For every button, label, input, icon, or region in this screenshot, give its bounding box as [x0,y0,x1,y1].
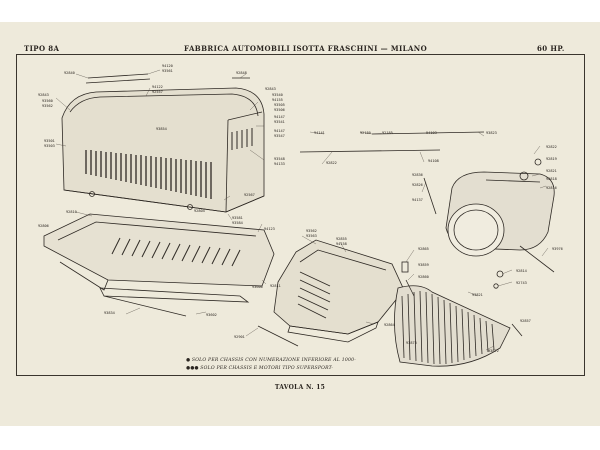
part-number-label: 93560 [42,99,53,103]
part-number-label: 92857 [520,319,531,323]
part-number-label: 93540 [272,93,283,97]
part-number-label: 93854 [156,127,167,131]
part-number-label: 93581 [232,216,243,220]
part-number-label: 94158 [336,242,347,246]
part-number-label: 93859 [418,263,429,267]
part-number-label: 92185 [382,131,393,135]
part-number-label: 94133 [274,162,285,166]
undertray-pan [43,213,275,303]
part-number-label: 93562 [306,229,317,233]
note-serial-under-1000: ● SOLO PER CHASSIS CON NUMERAZIONE INFER… [186,358,356,363]
part-number-label: 93602 [206,313,217,317]
part-number-label: 93872 [488,349,499,353]
part-number-label: 92901 [234,335,245,339]
part-number-label: 92836 [412,173,423,177]
part-number-label: 94141 [314,131,325,135]
plate-number: TAVOLA N. 15 [274,384,326,391]
part-number-label: 92865 [418,247,429,251]
part-number-label: 94108 [428,159,439,163]
long-rod-bottom [103,295,187,317]
part-number-label: 94147 [274,115,285,119]
small-bolt [511,323,523,337]
part-number-label: 93562 [42,104,53,108]
part-number-label: 93506 [274,108,285,112]
part-number-label: 93561 [162,69,173,73]
part-number-label: 92180 [360,131,371,135]
part-number-label: 92855 [336,237,347,241]
engine-hood [61,87,265,213]
header-model: TIPO 8A [24,44,60,53]
part-number-label: 94122 [152,85,163,89]
part-number-label: 94123 [264,227,275,231]
drawing-frame [16,54,585,376]
part-number-label: 92743 [516,281,527,285]
small-bracket [401,261,409,273]
long-rod-second [85,78,151,84]
small-ring [496,270,504,278]
curved-rear-panel [394,285,511,367]
part-number-label: 92822 [546,145,557,149]
part-number-label: 94147 [274,129,285,133]
part-number-label: 93834 [104,311,115,315]
header-manufacturer: FABBRICA AUTOMOBILI ISOTTA FRASCHINI — M… [184,44,428,53]
fuel-tank [445,158,555,257]
part-number-label: 92818 [546,177,557,181]
part-number-label: 93563 [306,234,317,238]
small-pin [423,177,437,215]
part-number-label: 93606 [252,285,263,289]
part-number-label: 92810 [66,210,77,214]
part-number-label: 92843 [265,87,276,91]
part-number-label: 92819 [546,157,557,161]
part-number-label: 92860 [418,275,429,279]
thin-rod-upper [371,131,485,135]
part-number-label: 93505 [274,103,285,107]
note-supersport: ●●● SOLO PER CHASSIS E MOTORI TIPO SUPER… [186,366,334,371]
part-number-label: 92814 [516,269,527,273]
small-washer [493,283,499,289]
stay-rod-right [519,245,555,273]
part-number-label: 92843 [38,93,49,97]
part-number-label: 93503 [44,144,55,148]
part-number-label: 92864 [384,323,395,327]
part-number-label: 93873 [406,341,417,345]
part-number-label: 93501 [44,139,55,143]
rod-under-tray [257,325,299,347]
part-number-label: 92806 [38,224,49,228]
thin-rod-mid [299,149,441,153]
part-number-label: 92804 [194,209,205,213]
long-rod-top [87,73,149,79]
part-number-label: 93821 [472,293,483,297]
part-number-label: 93584 [232,221,243,225]
part-number-label: 93976 [552,247,563,251]
part-number-label: 92840 [64,71,75,75]
part-number-label: 93547 [274,134,285,138]
part-number-label: 94120 [162,64,173,68]
part-number-label: 92567 [244,193,255,197]
part-number-label: 93823 [486,131,497,135]
part-number-label: 92557 [152,90,163,94]
header-power: 60 HP. [537,44,565,53]
part-number-label: 94137 [412,198,423,202]
part-number-label: 92816 [546,186,557,190]
part-number-label: 92821 [546,169,557,173]
part-number-label: 94155 [272,98,283,102]
part-number-label: 93541 [274,120,285,124]
part-number-label: 92826 [412,183,423,187]
part-number-label: 94103 [426,131,437,135]
small-clip [405,279,415,297]
part-number-label: 93548 [274,157,285,161]
part-number-label: 92848 [236,71,247,75]
rear-tray [273,239,405,343]
part-number-label: 92811 [270,284,281,288]
part-number-label: 92822 [326,161,337,165]
